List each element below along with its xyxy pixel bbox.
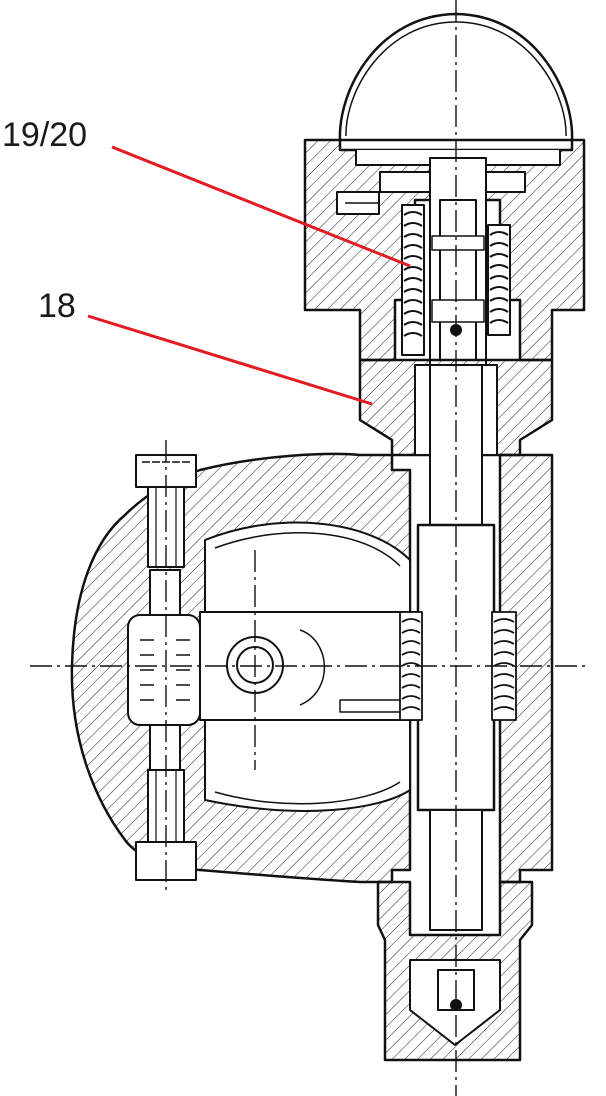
upper-stem (429, 157, 487, 369)
diaphragm-coil-left (399, 611, 423, 721)
center-lines (30, 0, 585, 1096)
leader-line-1920 (111, 145, 411, 268)
callout-label-18: 18 (38, 287, 76, 325)
spring-right (487, 224, 511, 336)
leader-lines (87, 145, 411, 406)
spring-left (401, 204, 425, 356)
callout-label-1920: 19/20 (2, 116, 88, 154)
lower-valve-body (376, 880, 534, 1062)
leader-line-18 (87, 314, 373, 406)
left-link (127, 569, 201, 771)
